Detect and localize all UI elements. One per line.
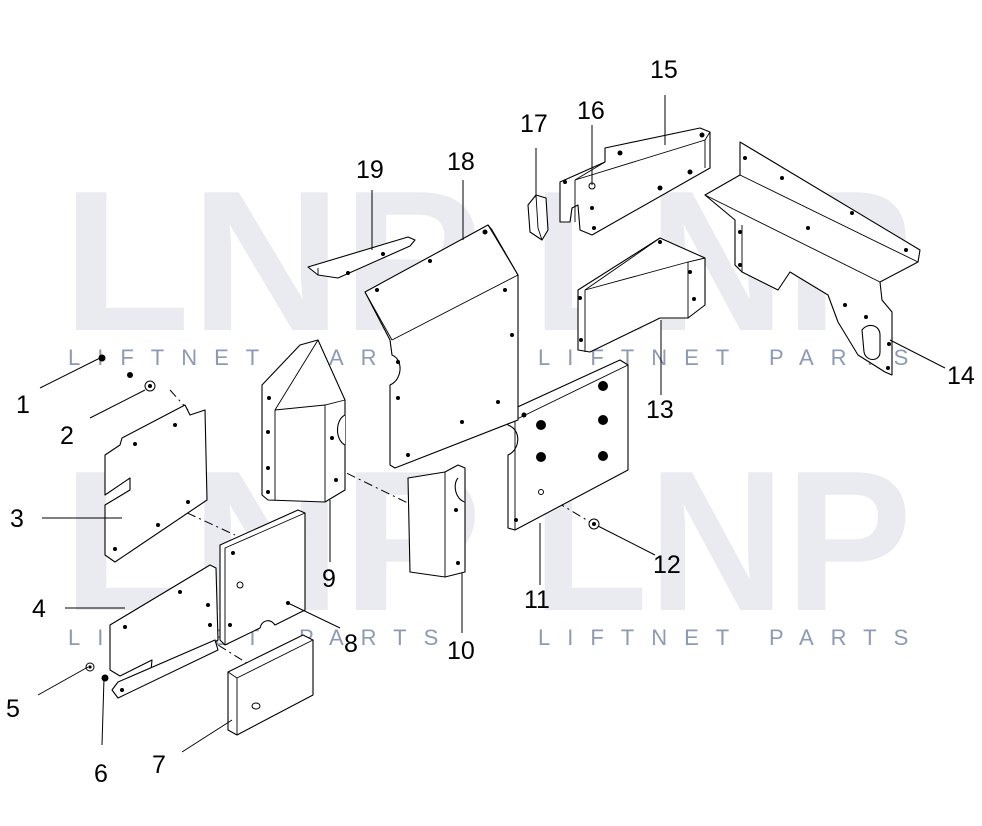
part-19-triangle-plate [307,236,416,279]
part-13-bracket [577,237,706,353]
part-8-plate [219,509,306,646]
callout-5: 5 [6,695,20,723]
callout-9: 9 [322,565,336,593]
part-7-pad [227,634,314,736]
watermark-caption-1: LIFTNET PARTS [68,345,455,370]
part-14-angle-bracket [704,141,921,376]
callout-10: 10 [447,637,475,665]
part-16-bolt [588,182,596,230]
callout-18: 18 [447,148,475,176]
callout-1: 1 [16,391,30,419]
callout-labels: 1 2 3 4 5 6 7 8 9 10 11 12 13 14 15 16 1… [6,56,975,788]
callout-6: 6 [94,760,108,788]
callout-11: 11 [524,586,550,614]
callout-8: 8 [344,630,358,658]
callout-4: 4 [32,595,46,623]
leader-lines [37,95,946,753]
part-17-block [527,194,549,241]
callout-19: 19 [356,156,384,184]
part-1-screw [98,354,133,378]
callout-13: 13 [646,396,674,424]
callout-17: 17 [520,110,548,138]
part-12-bolt [588,518,600,530]
part-5-bolt [85,662,95,672]
part-3-plate [104,404,208,563]
callout-7: 7 [152,751,166,779]
part-4-plate [109,564,219,699]
part-15-channel [559,127,711,236]
callout-16: 16 [577,97,605,125]
callout-14: 14 [947,362,975,390]
watermark-caption-2: LIFTNET PARTS [538,345,925,370]
part-6-nut [101,674,109,682]
part-10-cover [407,464,466,578]
part-9-bent-panel [261,339,346,503]
callout-3: 3 [10,505,24,533]
watermark-caption-4: LIFTNET PARTS [538,625,925,650]
callout-12: 12 [653,551,681,579]
part-18-large-panel [364,224,519,469]
callout-2: 2 [60,422,74,450]
callout-15: 15 [650,56,678,84]
part-2-washer [144,380,156,392]
